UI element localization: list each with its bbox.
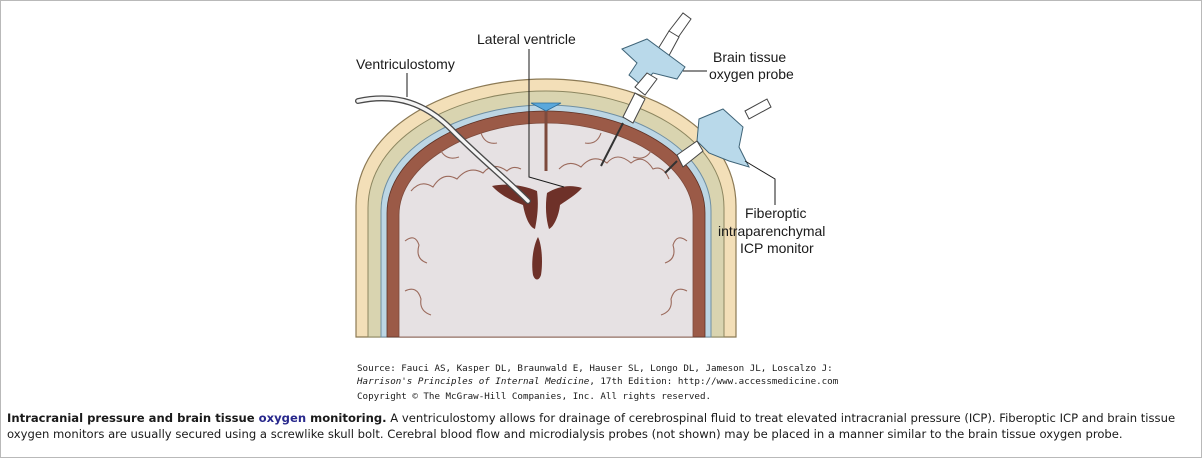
oxygen-probe-assembly [600,12,692,167]
copyright-notice: Copyright © The McGraw-Hill Companies, I… [357,391,712,402]
right-lateral-ventricle [545,186,582,229]
caption-title-part2: monitoring. [306,411,387,425]
source-line2: Harrison's Principles of Internal Medici… [357,375,838,388]
label-probe-line2: oxygen probe [709,66,794,82]
figure-caption: Intracranial pressure and brain tissue o… [7,410,1195,442]
label-icp-line2: intraparenchymal [718,223,825,239]
caption-keyword-link[interactable]: oxygen [258,411,307,425]
label-ventriculostomy: Ventriculostomy [356,56,455,72]
caption-title: Intracranial pressure and brain tissue o… [7,411,387,425]
label-lateral-ventricle: Lateral ventricle [477,31,576,47]
label-icp-line1: Fiberoptic [745,205,806,221]
gyri-folds [404,132,688,316]
label-probe-line1: Brain tissue [713,49,786,65]
book-title: Harrison's Principles of Internal Medici… [357,376,590,387]
source-citation: Source: Fauci AS, Kasper DL, Braunwald E… [357,362,838,403]
third-ventricle [532,237,542,280]
icp-monitor-assembly [664,98,772,174]
source-edition: , 17th Edition: http://www.accessmedicin… [589,376,839,387]
superior-sagittal-sinus [530,102,562,112]
leader-lateral-ventricle [528,49,565,188]
caption-body: A ventriculostomy allows for drainage of… [7,411,1176,441]
label-icp-line3: ICP monitor [740,240,814,256]
leader-icp-monitor [744,160,776,205]
source-line1: Source: Fauci AS, Kasper DL, Braunwald E… [357,363,833,374]
intracranial-monitoring-diagram: Ventriculostomy Lateral ventricle Brain … [355,12,825,338]
caption-title-part1: Intracranial pressure and brain tissue [7,411,259,425]
